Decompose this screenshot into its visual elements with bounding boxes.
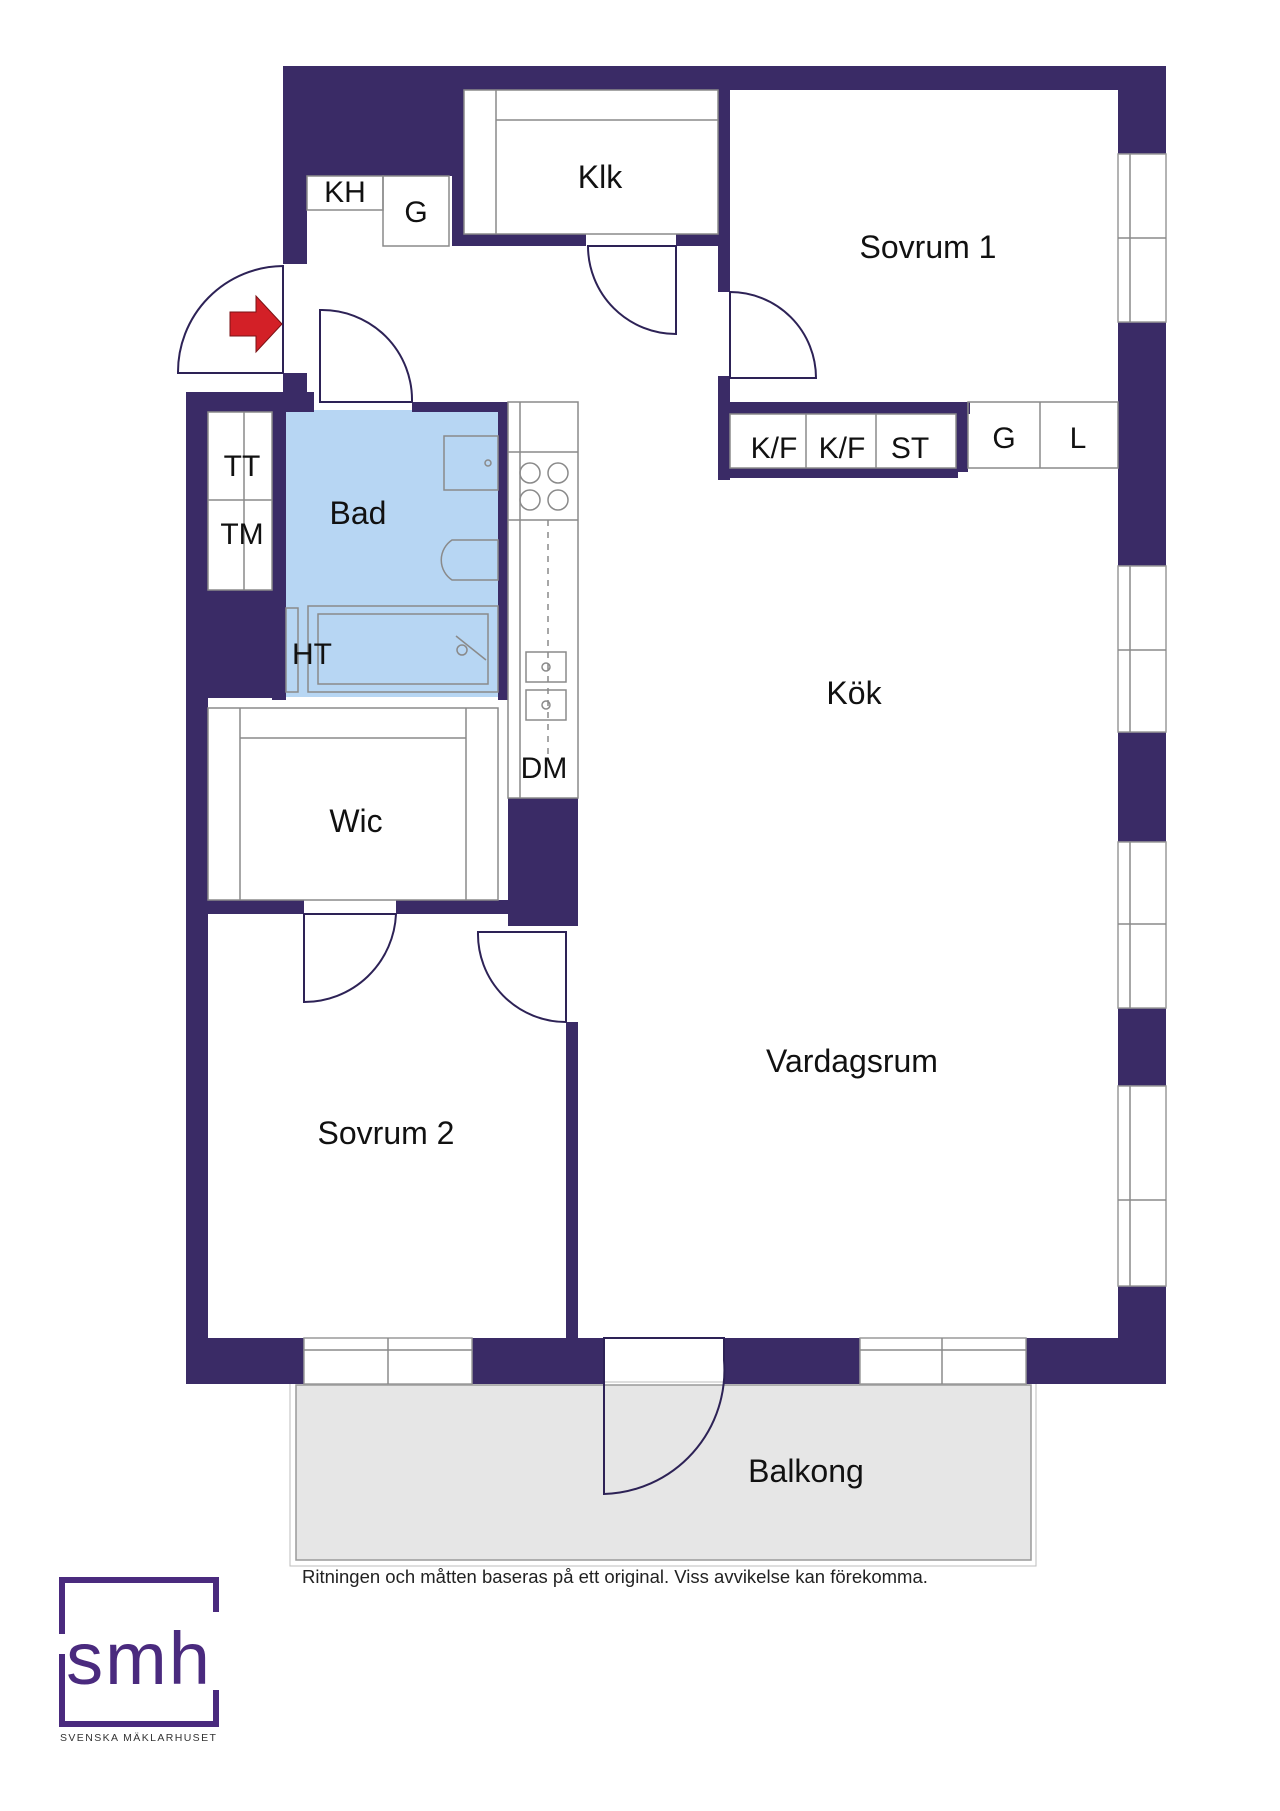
label-st: ST bbox=[891, 432, 929, 465]
bathroom-door bbox=[319, 308, 414, 403]
label-g-closet: G bbox=[992, 422, 1015, 455]
kitchen-counter bbox=[507, 401, 579, 799]
label-kf-1: K/F bbox=[751, 432, 798, 465]
sovrum1-door bbox=[729, 290, 818, 379]
smh-logo: smh bbox=[52, 1577, 219, 1727]
label-kh: KH bbox=[324, 176, 366, 209]
stove bbox=[508, 451, 578, 521]
logo-wordmark: smh bbox=[66, 1617, 212, 1700]
bathroom-floor bbox=[286, 410, 498, 697]
disclaimer-text: Ritningen och måtten baseras på ett orig… bbox=[302, 1566, 928, 1587]
label-ht: HT bbox=[292, 638, 332, 671]
wic-door bbox=[303, 913, 398, 1004]
entrance-door bbox=[176, 264, 284, 374]
label-dm: DM bbox=[521, 752, 568, 785]
label-tt: TT bbox=[224, 450, 261, 483]
label-kf-2: K/F bbox=[819, 432, 866, 465]
room-sovrum-1: Sovrum 1 bbox=[860, 229, 997, 265]
bathtub bbox=[307, 605, 499, 693]
room-vardagsrum: Vardagsrum bbox=[766, 1043, 938, 1079]
room-wic: Wic bbox=[329, 803, 382, 839]
room-sovrum-2: Sovrum 2 bbox=[318, 1115, 455, 1151]
fixtures bbox=[207, 89, 1119, 901]
room-kok: Kök bbox=[826, 675, 882, 711]
doors bbox=[176, 245, 818, 1496]
label-l: L bbox=[1070, 422, 1087, 455]
room-klk: Klk bbox=[578, 159, 623, 195]
sovrum2-door bbox=[476, 931, 567, 1024]
room-balkong: Balkong bbox=[748, 1453, 864, 1489]
klk-door bbox=[586, 245, 677, 336]
entrance-arrow-icon bbox=[229, 294, 283, 354]
walls bbox=[186, 66, 1166, 1384]
toilet bbox=[440, 539, 499, 581]
logo-tagline: SVENSKA MÄKLARHUSET bbox=[60, 1732, 218, 1744]
balcony-railing bbox=[289, 1381, 1037, 1567]
room-bad: Bad bbox=[330, 495, 387, 531]
label-g-hall: G bbox=[404, 196, 427, 229]
balcony-floor bbox=[295, 1384, 1032, 1561]
sink bbox=[443, 435, 499, 491]
balcony-door bbox=[603, 1337, 726, 1496]
kitchen-sink bbox=[525, 651, 567, 721]
windows bbox=[303, 153, 1167, 1385]
label-tm: TM bbox=[220, 518, 263, 551]
